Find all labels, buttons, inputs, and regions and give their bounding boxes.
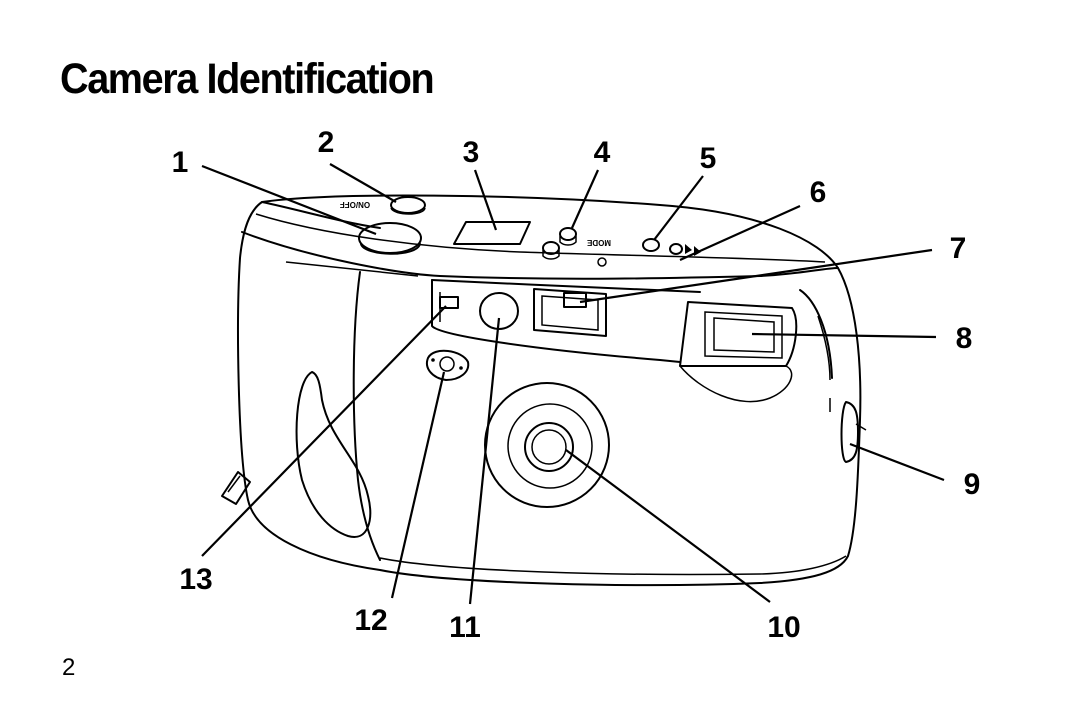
- leader-line-5: [653, 175, 704, 241]
- flash-symbol-icon: [669, 243, 701, 256]
- leader-line-7: [579, 248, 933, 304]
- leader-line-4: [570, 169, 600, 229]
- frame-counter: [453, 221, 531, 245]
- callout-4: 4: [594, 136, 611, 169]
- callout-3: 3: [463, 136, 480, 169]
- leader-line-9: [849, 442, 945, 482]
- flash-window: [679, 301, 798, 403]
- page-title: Camera Identification: [60, 55, 435, 103]
- top-controls: ON/OFF MODE: [340, 196, 701, 267]
- leader-line-6: [679, 204, 801, 262]
- leader-line-1: [201, 164, 377, 236]
- dial-text: ON/OFF: [340, 200, 370, 209]
- front-components: [426, 288, 798, 508]
- callout-5: 5: [700, 142, 717, 175]
- callout-10: 10: [767, 611, 800, 644]
- lens: [484, 382, 610, 508]
- camera-body: [221, 194, 867, 587]
- light-sensor: [479, 292, 519, 330]
- leader-line-8: [751, 332, 937, 339]
- mode-button: [559, 227, 577, 241]
- self-timer-lamp: [426, 349, 470, 381]
- mode-text: MODE: [586, 238, 611, 247]
- page-number: 2: [62, 654, 76, 681]
- leader-line-10: [565, 449, 771, 603]
- callout-numbers: 1 2 3 4 5 6 7 8 9 10 11 12 13: [172, 126, 981, 644]
- callout-11: 11: [449, 611, 481, 644]
- leader-line-3: [473, 169, 498, 231]
- power-dial: [390, 196, 426, 214]
- indicator-light: [642, 238, 660, 252]
- callout-8: 8: [956, 322, 973, 355]
- leader-line-13: [201, 305, 447, 557]
- leader-lines: [201, 163, 945, 605]
- callout-1: 1: [172, 146, 189, 179]
- callout-13: 13: [179, 563, 212, 596]
- leader-line-11: [468, 317, 501, 605]
- callout-6: 6: [810, 176, 827, 209]
- callout-9: 9: [964, 468, 981, 501]
- leader-line-2: [329, 163, 397, 203]
- callout-12: 12: [354, 604, 387, 637]
- callout-7: 7: [950, 232, 967, 265]
- leader-line-12: [390, 371, 446, 599]
- viewfinder-window: [533, 288, 607, 337]
- callout-2: 2: [318, 126, 335, 159]
- red-eye-lamp: [439, 296, 459, 309]
